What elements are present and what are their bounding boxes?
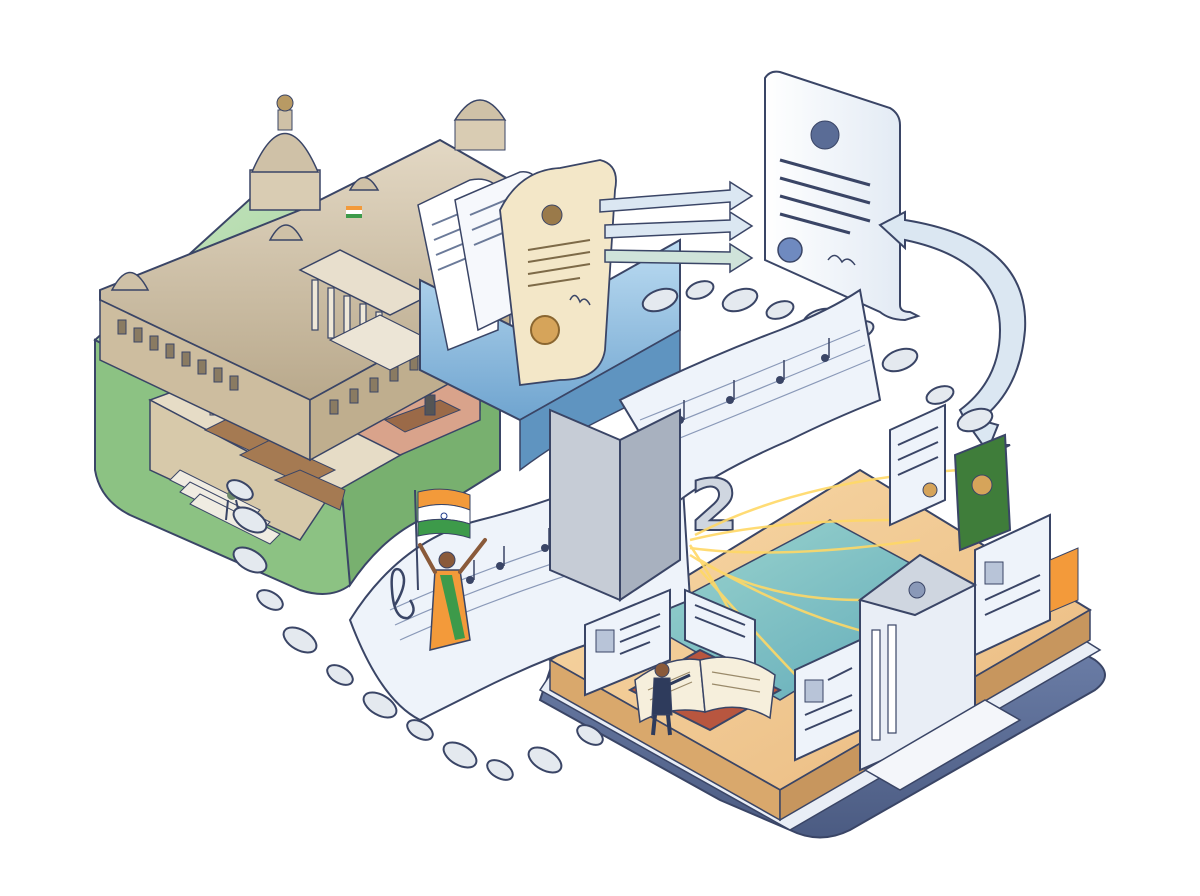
- chain-link: [282, 626, 318, 654]
- chain-link: [721, 287, 759, 313]
- chain-link: [925, 385, 955, 405]
- chain-link: [232, 506, 268, 534]
- chain-link: [362, 691, 398, 719]
- singer-figure-icon: [418, 538, 487, 651]
- chain-link: [256, 589, 284, 611]
- citizen-id-card-icon: [584, 403, 1079, 762]
- chain-link: [326, 664, 354, 686]
- divider-panel: [549, 408, 681, 602]
- chain-link: [442, 741, 478, 769]
- treble-clef-icon: [390, 567, 415, 620]
- chain-link: [641, 287, 679, 313]
- chain-link: [226, 479, 254, 501]
- chain-link: [486, 759, 514, 781]
- chain-link: [956, 407, 994, 433]
- notarized-document-icon: [764, 70, 921, 322]
- chain-link: [406, 719, 434, 741]
- royal-seal-icon: [530, 204, 563, 345]
- curved-arrow-icon: [878, 210, 1027, 457]
- government-building-icon: [857, 553, 1022, 791]
- chain-link: [881, 347, 919, 373]
- scroll-document-icon: [417, 159, 617, 387]
- reader-figure-icon: [651, 662, 691, 736]
- triple-arrow-icon: [599, 180, 754, 274]
- chain-link: [765, 300, 795, 320]
- chain-link: [527, 746, 563, 774]
- indian-flag-icon: [414, 488, 471, 591]
- chain-link: [685, 280, 715, 300]
- chain-link: [232, 546, 268, 574]
- chain-link: [576, 724, 604, 746]
